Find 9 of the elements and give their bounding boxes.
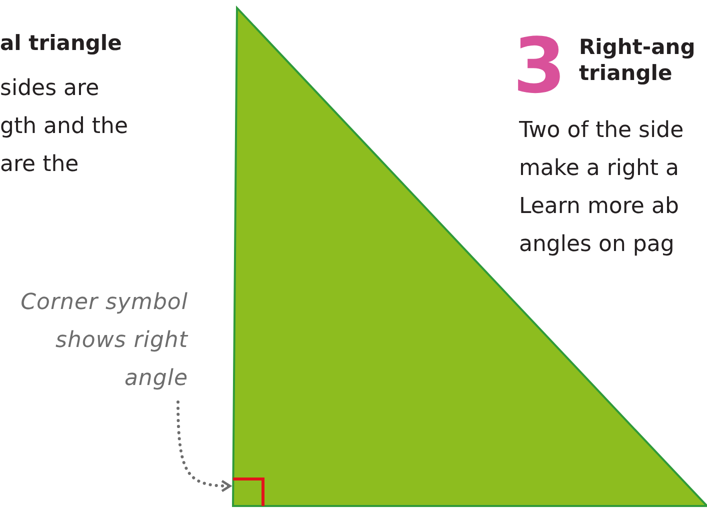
right-angle-symbol — [233, 476, 264, 506]
callout-number: 3 — [513, 28, 567, 104]
heading: al triangle — [0, 30, 123, 56]
body-text: sides are gth and the are the — [0, 75, 130, 179]
body-text: Two of the side make a right a Learn more ab angles on pag — [519, 117, 685, 259]
right-triangle-drawing — [232, 6, 707, 507]
heading: Right-ang triangle — [579, 34, 696, 86]
callout-text: Corner symbol shows right angle — [0, 284, 188, 398]
leader-line — [176, 400, 232, 492]
